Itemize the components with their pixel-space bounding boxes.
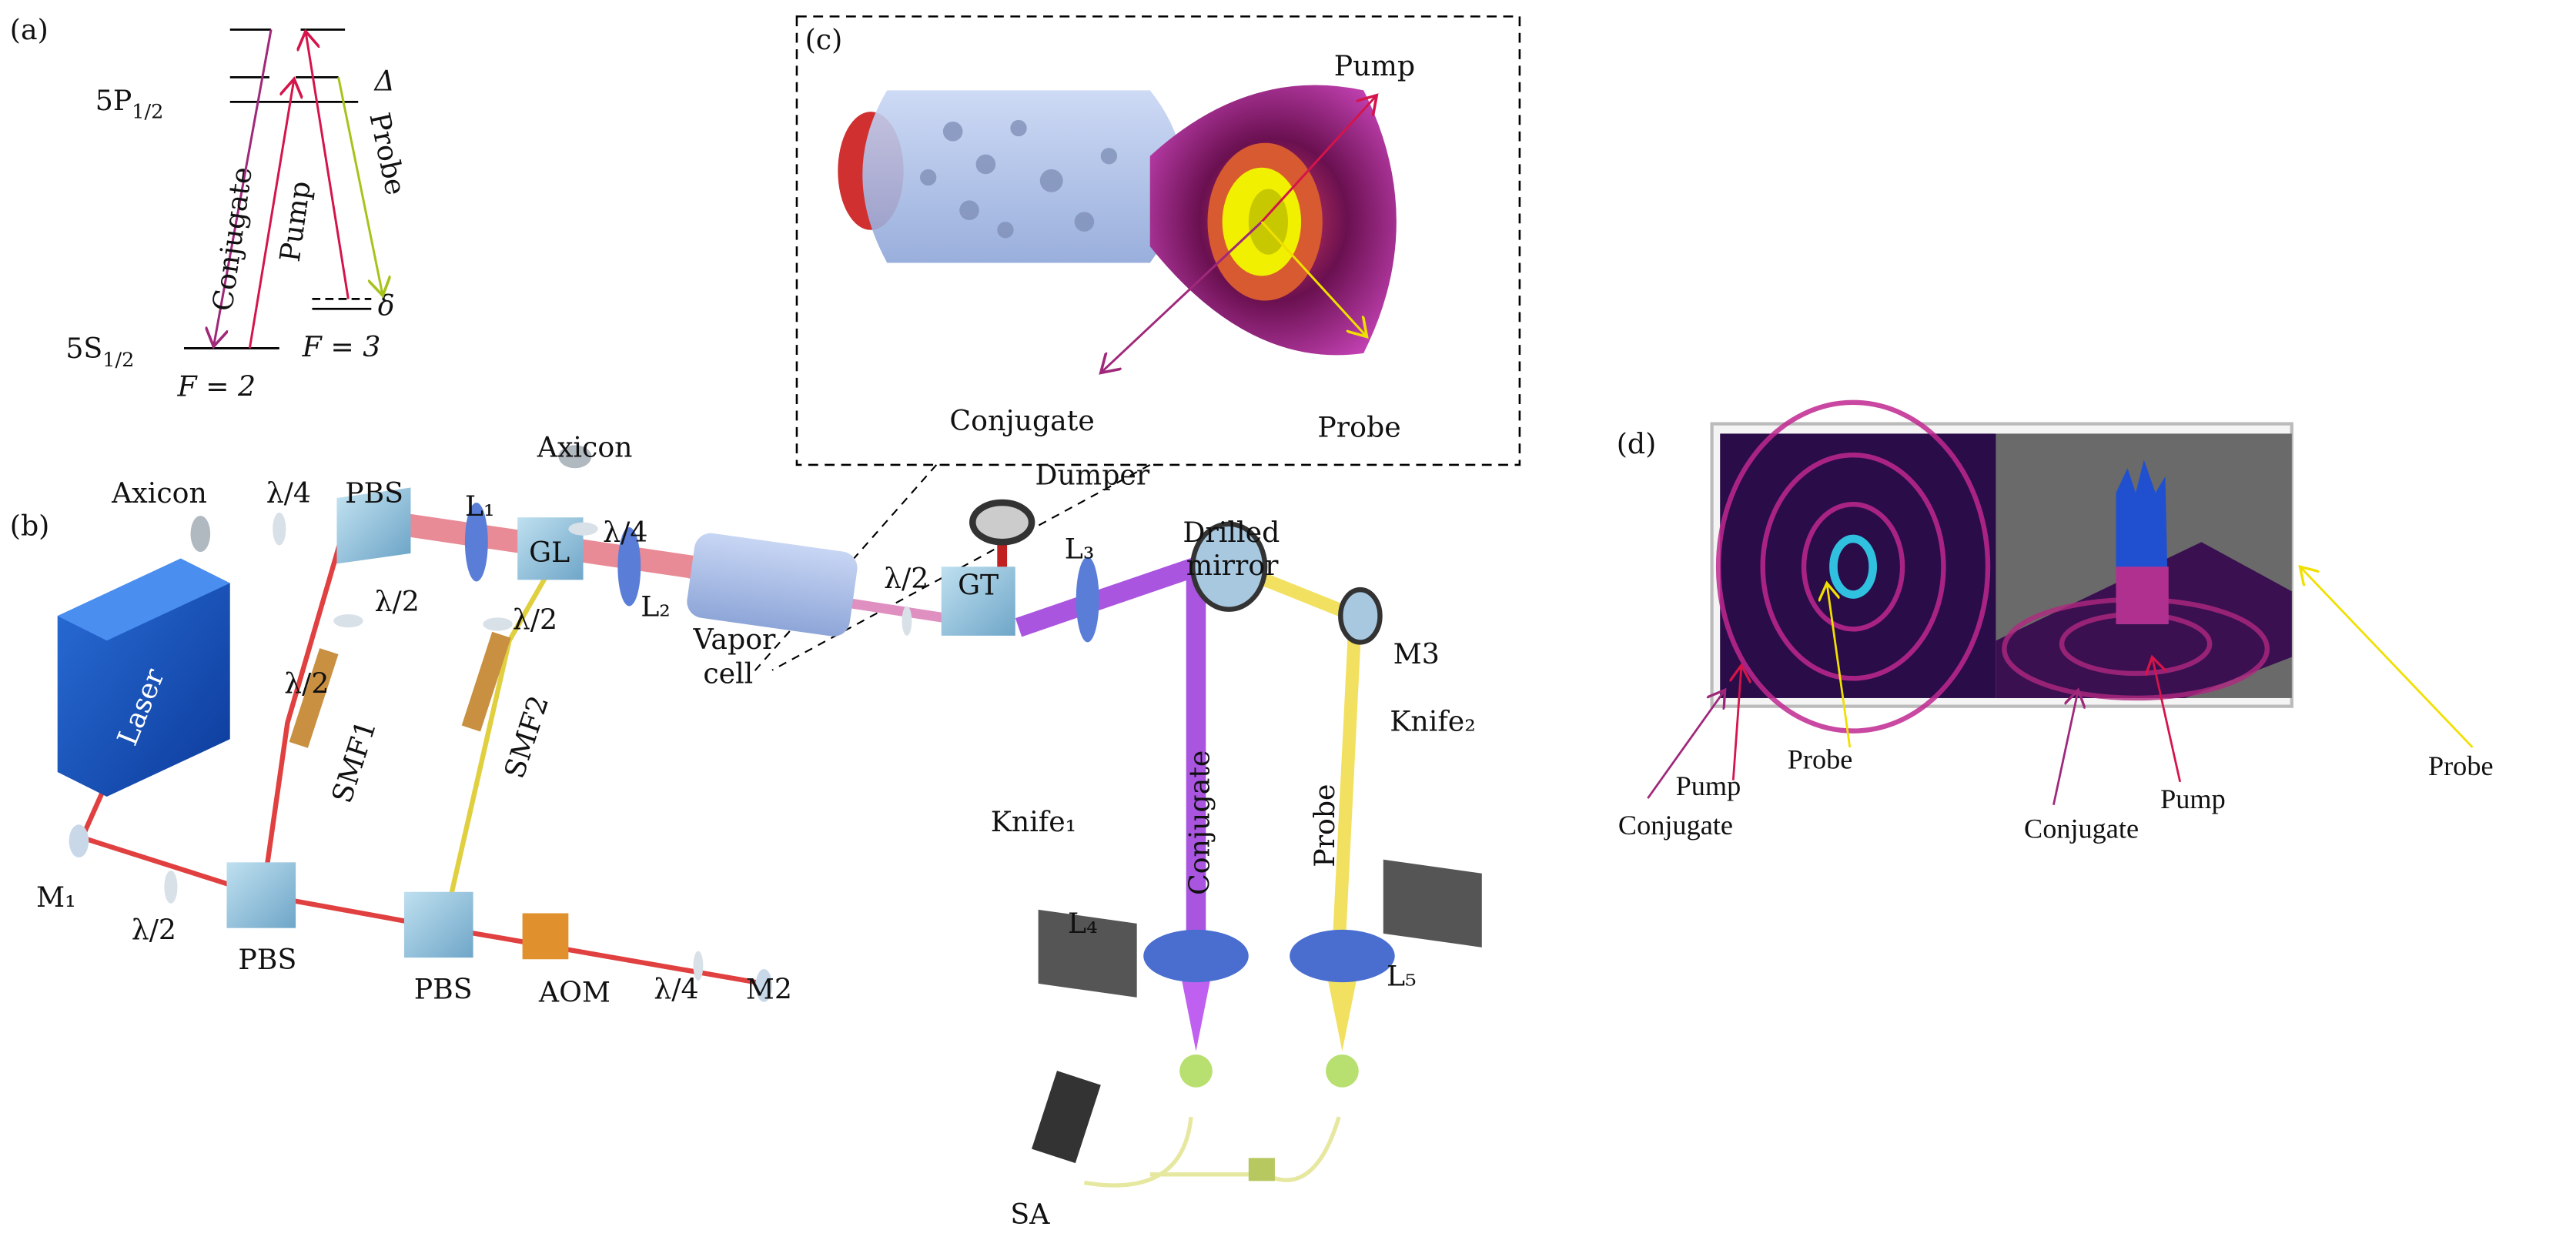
label-qwp-2: λ/4 bbox=[603, 516, 647, 549]
pump-transition-arrow-1 bbox=[248, 79, 294, 349]
label-l3: L₃ bbox=[1065, 533, 1095, 566]
panel-label-c: (c) bbox=[805, 23, 843, 56]
panel-label-a: (a) bbox=[10, 13, 49, 46]
pbs-cube-3 bbox=[403, 891, 473, 958]
axicon-2 bbox=[558, 445, 592, 469]
probe-transition-arrow bbox=[337, 77, 383, 296]
image-2d-label-pump: Pump bbox=[1676, 770, 1741, 801]
label-pbs-1: PBS bbox=[345, 476, 403, 510]
image-2d bbox=[1715, 399, 1996, 734]
label-l5: L₅ bbox=[1387, 959, 1417, 992]
fiber-couplers bbox=[289, 631, 511, 748]
level-5s: 5S1/2 bbox=[65, 332, 134, 372]
gt-cube bbox=[941, 567, 1015, 636]
label-hwp-4: λ/2 bbox=[132, 914, 176, 947]
drilled-mirror bbox=[1190, 521, 1268, 612]
pbs-cube-2 bbox=[226, 862, 296, 928]
label-m1: M₁ bbox=[36, 881, 76, 914]
inset-pump-arrow bbox=[1260, 95, 1377, 223]
waveplates bbox=[164, 512, 912, 981]
detector-1 bbox=[1179, 1054, 1213, 1088]
label-l2: L₂ bbox=[641, 590, 671, 623]
label-l4: L₄ bbox=[1068, 907, 1098, 940]
experimental-setup: (b) Laser bbox=[10, 430, 1482, 1231]
label-hwp-5: λ/2 bbox=[284, 667, 329, 700]
label-hwp-3: λ/2 bbox=[884, 562, 928, 595]
image-3d-label-pump: Pump bbox=[2160, 784, 2226, 814]
label-gt: GT bbox=[958, 569, 999, 602]
beam-images: (d) Conjugate bbox=[1617, 399, 2494, 844]
inset-conjugate-arrow bbox=[1101, 221, 1263, 373]
image-2d-label-probe: Probe bbox=[1788, 744, 1853, 775]
label-smf2: SMF2 bbox=[497, 691, 555, 782]
label-qwp-3: λ/4 bbox=[654, 972, 698, 1005]
image-2d-label-conjugate: Conjugate bbox=[1618, 810, 1733, 841]
inset-label-conjugate: Conjugate bbox=[949, 404, 1094, 437]
label-conjugate-beam: Conjugate bbox=[1183, 750, 1216, 895]
energy-level-diagram: (a) 5P1/2 5S1/2 F = 2 F = 3 Δ δ Conjugat… bbox=[10, 13, 413, 403]
label-probe-beam: Probe bbox=[1308, 784, 1341, 867]
label-delta-lower: δ bbox=[378, 289, 395, 323]
inset-probe-arrow bbox=[1260, 221, 1367, 336]
label-m3: M3 bbox=[1393, 637, 1440, 670]
label-delta-upper: Δ bbox=[373, 64, 395, 97]
label-hwp-1: λ/2 bbox=[375, 585, 420, 618]
mirror-m2 bbox=[755, 969, 772, 1002]
label-pump-transition: Pump bbox=[273, 179, 317, 263]
lens-l5 bbox=[1290, 929, 1395, 983]
dumper bbox=[969, 499, 1035, 546]
label-pbs-3: PBS bbox=[414, 972, 473, 1005]
pbs-cube-1 bbox=[336, 487, 411, 564]
knife-1 bbox=[1038, 909, 1137, 998]
lens-l3 bbox=[1076, 556, 1099, 643]
image-3d-label-conjugate: Conjugate bbox=[2024, 813, 2139, 844]
pump-transition-arrow-2 bbox=[306, 32, 350, 299]
label-knife-1: Knife₁ bbox=[991, 805, 1076, 838]
label-f3: F = 3 bbox=[302, 330, 381, 363]
label-axicon-1: Axicon bbox=[111, 476, 207, 510]
subtractor bbox=[1248, 1158, 1275, 1181]
label-hwp-2: λ/2 bbox=[513, 603, 557, 636]
label-smf1: SMF1 bbox=[325, 716, 383, 807]
label-f2: F = 2 bbox=[176, 369, 256, 403]
label-probe-transition: Probe bbox=[363, 109, 413, 198]
image-3d bbox=[1996, 433, 2292, 701]
detector-2 bbox=[1326, 1054, 1359, 1088]
lens-l1 bbox=[464, 503, 488, 582]
mirror-m1 bbox=[69, 824, 89, 857]
axicon-1 bbox=[190, 516, 211, 553]
label-aom: AOM bbox=[538, 976, 611, 1009]
label-sa: SA bbox=[1010, 1198, 1050, 1231]
inset-label-pump: Pump bbox=[1334, 49, 1415, 82]
knife-2 bbox=[1383, 859, 1482, 948]
vapor-cell-inset: (c) Pump Conjugate Probe bbox=[751, 15, 1521, 674]
lens-l2 bbox=[617, 527, 641, 607]
label-gl: GL bbox=[529, 536, 570, 569]
label-qwp-1: λ/4 bbox=[266, 476, 311, 510]
level-5p: 5P1/2 bbox=[95, 84, 164, 124]
label-m2: M2 bbox=[746, 972, 792, 1005]
lens-l4 bbox=[1143, 929, 1249, 983]
conjugate-transition-arrow bbox=[213, 29, 273, 346]
inset-label-probe: Probe bbox=[1317, 411, 1400, 444]
label-axicon-2: Axicon bbox=[537, 430, 633, 463]
label-conjugate-transition: Conjugate bbox=[206, 165, 259, 313]
aom bbox=[522, 913, 569, 960]
image-3d-label-probe: Probe bbox=[2428, 750, 2494, 781]
label-pbs-2: PBS bbox=[238, 943, 296, 976]
panel-label-d: (d) bbox=[1617, 427, 1657, 460]
vapor-cell bbox=[687, 533, 858, 637]
panel-label-b: (b) bbox=[10, 510, 50, 543]
label-l1: L₁ bbox=[465, 490, 495, 523]
label-dumper: Dumper bbox=[1035, 459, 1149, 492]
label-knife-2: Knife₂ bbox=[1390, 705, 1475, 738]
spectrum-analyzer bbox=[1032, 1071, 1101, 1164]
laser: Laser bbox=[57, 558, 230, 797]
mirror-m3 bbox=[1338, 587, 1383, 645]
